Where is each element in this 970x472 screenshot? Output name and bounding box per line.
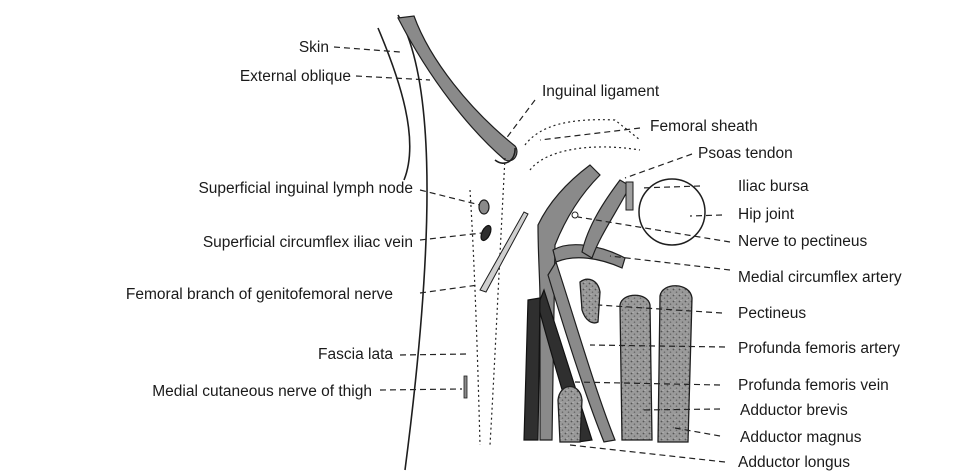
label-medial-cutaneous-nerve-of-thigh: Medial cutaneous nerve of thigh (152, 383, 372, 400)
label-adductor-brevis: Adductor brevis (740, 402, 848, 419)
pectineus-structure (580, 279, 600, 323)
adductor-brevis-structure (620, 295, 652, 440)
label-profunda-femoris-artery: Profunda femoris artery (738, 340, 900, 357)
label-psoas-tendon: Psoas tendon (698, 145, 793, 162)
superficial-inguinal-lymph-node-structure (479, 200, 489, 214)
label-pectineus: Pectineus (738, 305, 806, 322)
label-skin: Skin (299, 39, 329, 56)
femoral-sheath-outline (525, 120, 640, 145)
label-superficial-inguinal-lymph-node: Superficial inguinal lymph node (198, 180, 413, 197)
nerve-to-pectineus-dot (572, 212, 578, 218)
iliac-bursa-structure (626, 182, 633, 210)
label-hip-joint: Hip joint (738, 206, 795, 223)
genitofemoral-nerve-branch-structure (480, 212, 528, 292)
label-superficial-circumflex-iliac-vein: Superficial circumflex iliac vein (203, 234, 413, 251)
label-adductor-magnus: Adductor magnus (740, 429, 862, 446)
label-profunda-femoris-vein: Profunda femoris vein (738, 377, 889, 394)
adductor-longus-structure (558, 387, 582, 443)
hip-joint-structure (639, 179, 705, 245)
label-inguinal-ligament: Inguinal ligament (542, 83, 660, 100)
label-medial-circumflex-artery: Medial circumflex artery (738, 269, 902, 286)
label-nerve-to-pectineus: Nerve to pectineus (738, 233, 867, 250)
adductor-magnus-structure (658, 286, 692, 442)
label-adductor-longus: Adductor longus (738, 454, 850, 471)
label-external-oblique: External oblique (240, 68, 351, 85)
label-iliac-bursa: Iliac bursa (738, 178, 809, 195)
medial-cutaneous-nerve-structure (464, 376, 467, 398)
femoral-vein-structure (524, 298, 540, 440)
external-oblique-structure (398, 16, 517, 161)
label-femoral-sheath: Femoral sheath (650, 118, 758, 135)
label-femoral-branch-genitofemoral-nerve: Femoral branch of genitofemoral nerve (126, 286, 393, 303)
femoral-sheath-inner-outline (530, 147, 640, 170)
label-fascia-lata: Fascia lata (318, 346, 393, 363)
